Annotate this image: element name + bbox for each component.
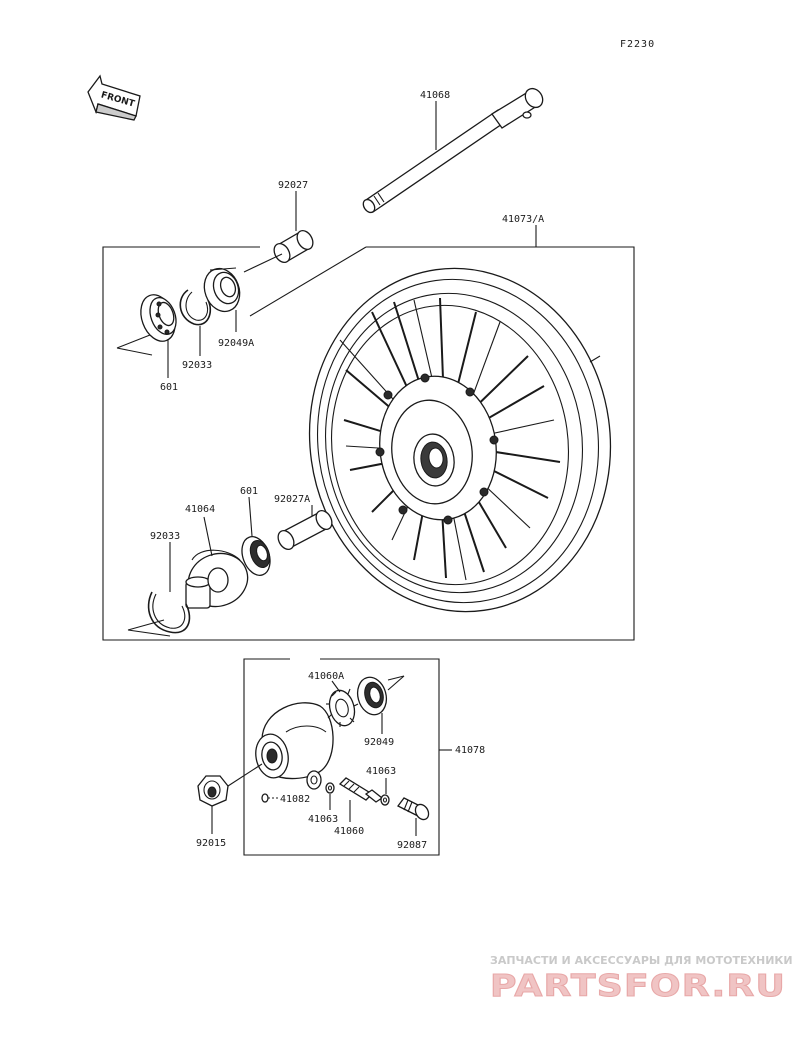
label-washer-b: 41063: [366, 766, 396, 777]
pin: [261, 793, 278, 803]
label-axle: 41068: [420, 90, 450, 101]
bushing: [397, 797, 430, 821]
label-seal-top: 92049A: [218, 338, 254, 349]
watermark-logo: PARTSFOR.RU: [490, 969, 786, 1004]
label-washer-a: 41063: [308, 814, 338, 825]
page-code: F2230: [620, 39, 655, 50]
speedo-cover: [185, 549, 249, 609]
washer-a: [325, 782, 335, 794]
gearbox-bracket: [243, 658, 452, 856]
label-pin: 41082: [280, 794, 310, 805]
label-gear-shaft: 41060: [334, 826, 364, 837]
bearing-bottom: [241, 536, 271, 576]
label-bearing-top: 601: [160, 382, 178, 393]
label-circlip-top: 92033: [182, 360, 212, 371]
label-gearbox-assy: 41078: [455, 745, 485, 756]
gearbox-housing: [255, 702, 334, 780]
label-bearing-bottom: 601: [240, 486, 258, 497]
label-gear-a: 41060A: [308, 671, 344, 682]
collar-bottom: [277, 510, 333, 550]
seal-top: [203, 267, 241, 313]
axle: [362, 87, 544, 214]
label-collar-bottom: 92027A: [274, 494, 310, 505]
label-wheel: 41073/A: [502, 214, 544, 225]
wheel-bracket: [102, 246, 635, 641]
label-axle-collar: 92027: [278, 180, 308, 191]
axle-collar: [273, 230, 314, 263]
watermark-tagline: ЗАПЧАСТИ И АКСЕССУАРЫ ДЛЯ МОТОТЕХНИКИ: [490, 954, 793, 967]
circlip-bottom: [147, 591, 191, 634]
label-circlip-bottom: 92033: [150, 531, 180, 542]
gear-a: [326, 688, 359, 727]
front-arrow-icon: FRONT: [87, 74, 141, 121]
label-speedo-cover: 41064: [185, 504, 215, 515]
label-bushing: 92087: [397, 840, 427, 851]
label-nut: 92015: [196, 838, 226, 849]
nut: [197, 775, 229, 807]
label-seal-gearbox: 92049: [364, 737, 394, 748]
seal-gearbox: [356, 676, 388, 716]
bearing-top: [140, 294, 177, 342]
circlip-top: [179, 289, 212, 326]
gear-shaft: [338, 777, 384, 803]
wheel: [308, 267, 612, 613]
washer-b: [380, 794, 390, 806]
gearbox-washer: [306, 770, 322, 790]
